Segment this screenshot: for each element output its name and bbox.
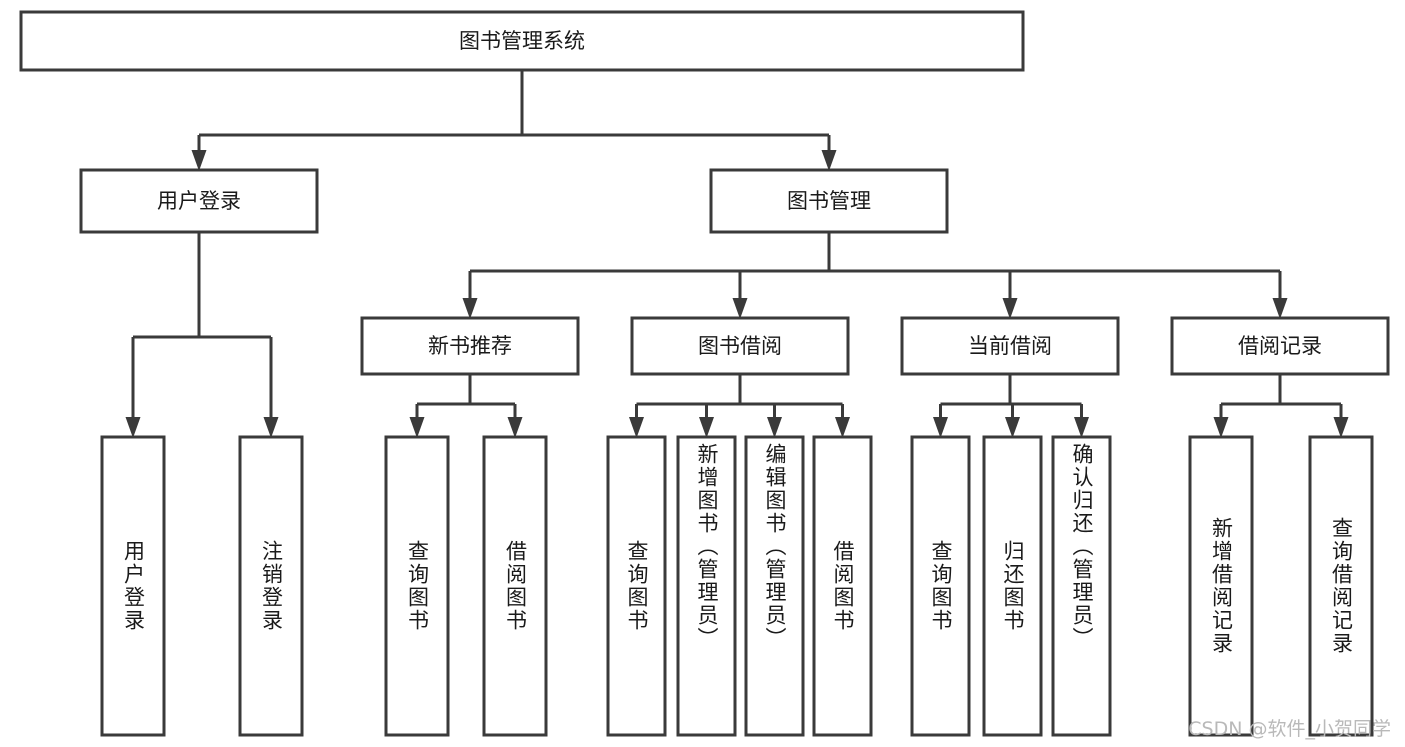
node-label-borrow: 图书借阅	[698, 334, 782, 358]
node-box-current[interactable]	[900, 316, 1120, 376]
arrow-head-icon	[1272, 298, 1288, 319]
node-box-leaf-newbook-borrow[interactable]	[482, 435, 548, 737]
watermark-text: CSDN @软件_小贺同学	[1188, 718, 1391, 740]
node-label-bookmgmt: 图书管理	[787, 189, 871, 213]
arrow-head-icon	[835, 417, 850, 438]
node-label-current: 当前借阅	[968, 334, 1052, 358]
arrow-head-icon	[191, 150, 207, 171]
node-box-leaf-user-logout[interactable]	[238, 435, 304, 737]
arrow-head-icon	[821, 150, 837, 171]
arrow-head-icon	[462, 298, 478, 319]
node-box-leaf-borrow-lend[interactable]	[812, 435, 873, 737]
connector-layer	[125, 70, 1349, 438]
arrow-head-icon	[732, 298, 748, 319]
node-box-leaf-record-query[interactable]	[1308, 435, 1374, 737]
node-box-leaf-newbook-query[interactable]	[384, 435, 450, 737]
node-box-leaf-current-query[interactable]	[910, 435, 971, 737]
node-label-login: 用户登录	[157, 189, 241, 213]
node-box-leaf-borrow-add[interactable]	[676, 435, 737, 737]
arrow-head-icon	[699, 417, 714, 438]
arrow-head-icon	[125, 417, 141, 438]
node-box-layer	[19, 10, 1390, 737]
node-box-root[interactable]	[19, 10, 1025, 72]
node-box-borrow[interactable]	[630, 316, 850, 376]
arrow-head-icon	[409, 417, 425, 438]
arrow-head-icon	[1213, 417, 1229, 438]
arrow-head-icon	[507, 417, 523, 438]
arrow-head-icon	[1074, 417, 1089, 438]
node-box-leaf-borrow-edit[interactable]	[744, 435, 805, 737]
node-box-leaf-current-confirm[interactable]	[1051, 435, 1112, 737]
arrow-head-icon	[767, 417, 782, 438]
arrow-head-icon	[1002, 298, 1018, 319]
node-label-root: 图书管理系统	[459, 29, 585, 53]
node-box-login[interactable]	[79, 168, 319, 234]
node-label-newbook: 新书推荐	[428, 334, 512, 358]
arrow-head-icon	[1005, 417, 1020, 438]
node-box-leaf-current-return[interactable]	[982, 435, 1043, 737]
node-box-record[interactable]	[1170, 316, 1390, 376]
node-label-record: 借阅记录	[1238, 334, 1322, 358]
node-box-newbook[interactable]	[360, 316, 580, 376]
arrow-head-icon	[1333, 417, 1349, 438]
arrow-head-icon	[263, 417, 279, 438]
node-box-leaf-user-login[interactable]	[100, 435, 166, 737]
arrow-head-icon	[933, 417, 948, 438]
arrow-head-icon	[629, 417, 644, 438]
node-box-bookmgmt[interactable]	[709, 168, 949, 234]
node-box-leaf-record-add[interactable]	[1188, 435, 1254, 737]
node-box-leaf-borrow-query[interactable]	[606, 435, 667, 737]
